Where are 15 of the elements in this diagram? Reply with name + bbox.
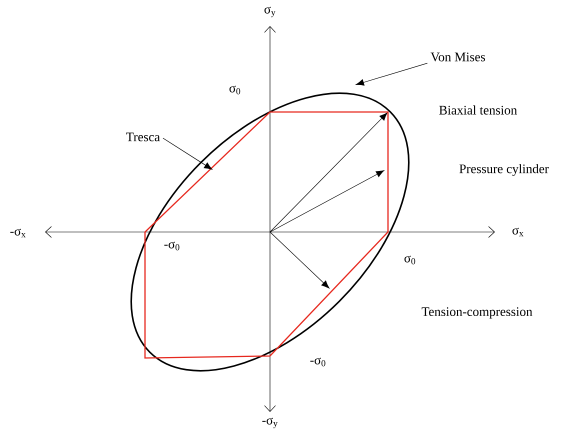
leader-arrow bbox=[162, 138, 212, 170]
axis-label: Tension-compression bbox=[422, 307, 532, 319]
axis-label: Biaxial tension bbox=[439, 105, 517, 115]
leader-arrow bbox=[356, 62, 428, 86]
criterion-label: Von Mises bbox=[430, 52, 486, 62]
axis-label: σ$_{y}$ bbox=[264, 6, 276, 18]
axis-label: σ$_{0}$ bbox=[404, 256, 416, 264]
axis-label: Pressure cylinder bbox=[459, 164, 549, 176]
axis-label: -σ$_{y}$ bbox=[262, 418, 278, 428]
axis-label: σ$_{0}$ bbox=[229, 86, 240, 94]
axis-label: -σ$_{x}$ bbox=[10, 228, 26, 238]
axis-label: -σ$_{0}$ bbox=[164, 242, 180, 250]
criterion-label: Tresca bbox=[126, 132, 160, 142]
axis-label: σ$_{x}$ bbox=[512, 228, 524, 236]
axis-label: -σ$_{0}$ bbox=[310, 358, 326, 366]
